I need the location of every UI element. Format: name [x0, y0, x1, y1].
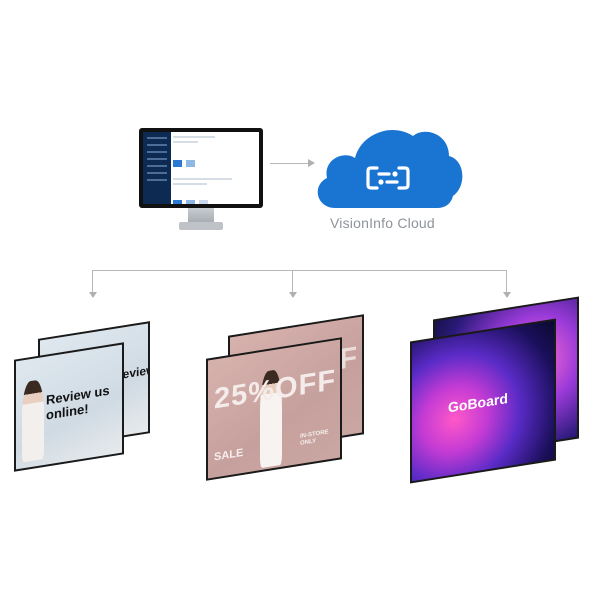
in-store-label: IN-STORE ONLY	[300, 429, 329, 447]
monitor-frame	[139, 128, 263, 208]
cloud-icon	[317, 130, 463, 208]
monitor-stand-neck	[188, 208, 214, 222]
monitor	[139, 128, 263, 232]
arrow-head-down	[89, 292, 97, 298]
display-goboard-front: GoBoard	[410, 318, 556, 484]
model-photo	[22, 378, 44, 463]
arrow-head-down	[289, 292, 297, 298]
monitor-stand-base	[179, 222, 223, 230]
cloud-label: VisionInfo Cloud	[330, 215, 435, 231]
arrow-head-right	[308, 159, 315, 167]
arrow-head-down	[503, 292, 511, 298]
review-title: Review us online!	[46, 382, 110, 423]
connector-right	[506, 270, 507, 294]
sale-label: SALE	[214, 446, 244, 464]
cms-sidebar	[143, 132, 171, 204]
cms-dashboard-screen	[143, 132, 259, 204]
display-review-front: Review us online!	[14, 342, 124, 472]
cms-main-panel	[173, 136, 257, 204]
arrow-monitor-to-cloud	[270, 163, 310, 164]
connector-middle	[292, 270, 293, 294]
distribution-line	[92, 270, 507, 271]
goboard-brand: GoBoard	[448, 390, 508, 416]
connector-left	[92, 270, 93, 294]
display-sale-front: 25%OFF SALE IN-STORE ONLY	[206, 337, 342, 481]
